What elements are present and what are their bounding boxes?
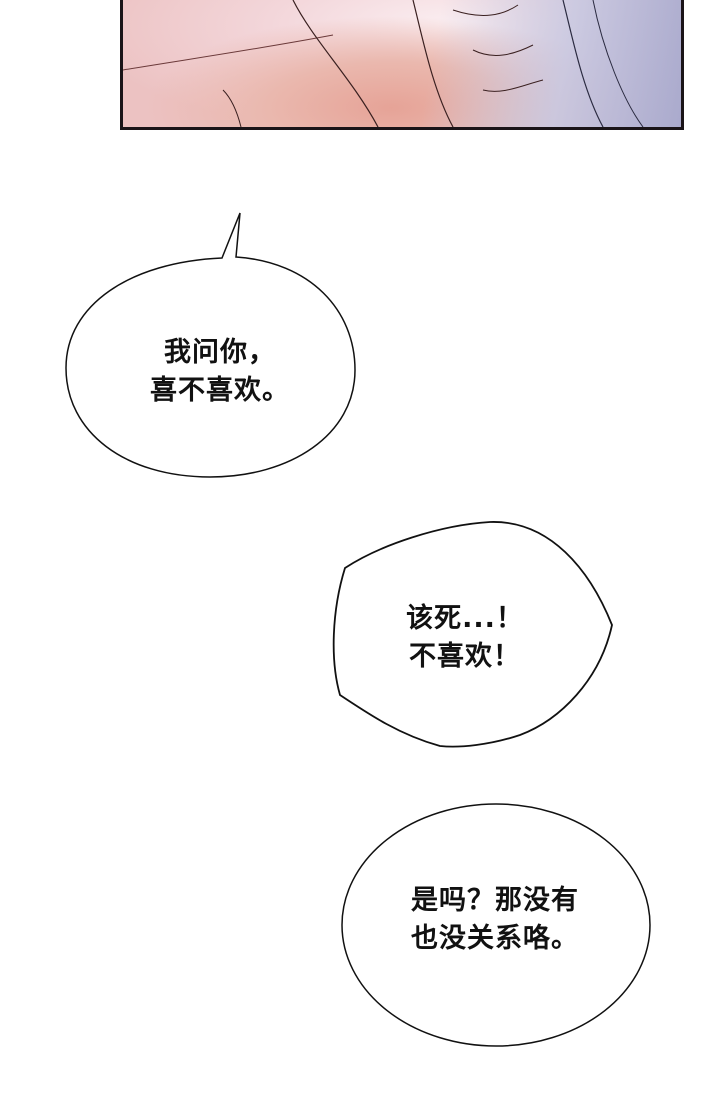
panel-linework <box>123 0 644 127</box>
comic-panel-illustration <box>120 0 684 130</box>
speech-bubble-3 <box>341 803 651 1047</box>
speech-text-1: 我问你， 喜不喜欢。 <box>110 334 330 410</box>
speech-bubble-2 <box>332 521 613 748</box>
speech-line: 不喜欢！ <box>409 641 521 672</box>
speech-line: 也没关系咯。 <box>411 923 579 954</box>
speech-text-2: 该死...！ 不喜欢！ <box>370 600 560 676</box>
speech-line: 喜不喜欢。 <box>150 375 290 406</box>
speech-line: 是吗？那没有 <box>411 885 579 916</box>
speech-bubble-1 <box>65 212 356 478</box>
speech-text-3: 是吗？那没有 也没关系咯。 <box>370 882 620 958</box>
speech-line: 该死...！ <box>406 603 524 634</box>
speech-line: 我问你， <box>164 337 276 368</box>
